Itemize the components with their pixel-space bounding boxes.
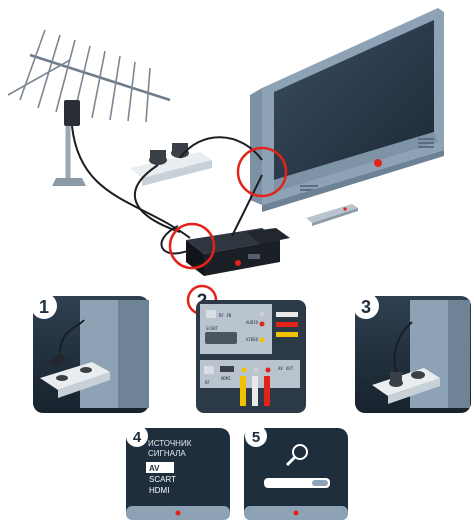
svg-text:5: 5 (252, 429, 260, 446)
menu-option-hdmi[interactable]: HDMI (149, 486, 169, 495)
svg-text:RF IN: RF IN (219, 313, 232, 318)
svg-text:4: 4 (133, 429, 142, 446)
menu-option-highlight[interactable] (146, 462, 174, 473)
menu-option-av[interactable]: AV (149, 464, 160, 473)
svg-text:3: 3 (361, 297, 371, 317)
receiver-connector-highlight (168, 222, 216, 270)
step-4-panel: 4 ИСТОЧНИК СИГНАЛА AV SCART HDMI (126, 425, 230, 520)
step-5-panel: 5 (244, 425, 348, 520)
antenna-icon (7, 29, 171, 186)
tv-connector-highlight (236, 146, 288, 198)
tv-icon (250, 8, 444, 212)
search-progress-fill (312, 480, 328, 486)
svg-text:SCART: SCART (206, 326, 219, 331)
svg-text:VIDEO: VIDEO (246, 337, 259, 342)
svg-text:HDMI: HDMI (221, 376, 231, 381)
remote-icon (306, 204, 358, 226)
svg-text:AUDIO: AUDIO (246, 320, 259, 325)
menu-option-scart[interactable]: SCART (149, 475, 176, 484)
menu-title: ИСТОЧНИК (148, 439, 192, 448)
svg-text:1: 1 (39, 297, 49, 317)
svg-text:AV: AV (278, 366, 283, 371)
receiver-remote-icon (246, 228, 290, 244)
search-icon (285, 444, 308, 467)
svg-text:OUT: OUT (286, 366, 294, 371)
step-1-panel: 1 (31, 293, 149, 413)
step-3-panel: 3 (353, 293, 471, 413)
svg-text:RF: RF (205, 380, 210, 385)
menu-subtitle: СИГНАЛА (148, 449, 186, 458)
step-2-panel: RF IN SCART AUDIO VIDEO RF HDMI AV OUT (196, 300, 306, 413)
